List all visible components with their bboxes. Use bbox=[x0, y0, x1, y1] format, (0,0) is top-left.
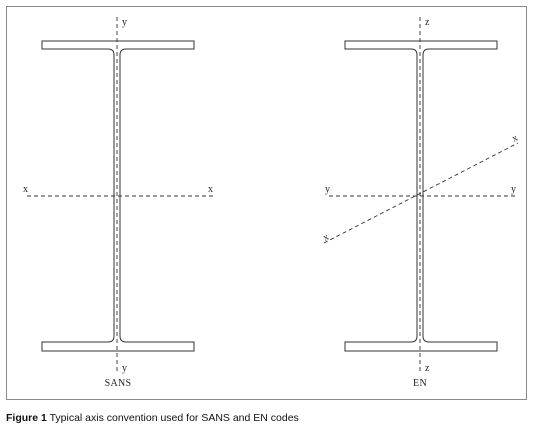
sans-code-label: SANS bbox=[105, 378, 132, 389]
figure-frame bbox=[6, 6, 527, 400]
en-i-beam-outline bbox=[344, 40, 498, 352]
sans-major-axis-label-right: x bbox=[208, 184, 213, 195]
en-major-axis-label-left: y bbox=[325, 184, 330, 195]
sans-i-beam-outline bbox=[41, 40, 195, 352]
sans-minor-axis-label-bottom: y bbox=[122, 363, 127, 374]
figure-caption-label: Figure 1 bbox=[6, 412, 47, 424]
en-longitudinal-axis-line bbox=[323, 142, 519, 244]
en-minor-axis-label-top: z bbox=[425, 17, 430, 28]
sans-major-axis-label-left: x bbox=[23, 184, 28, 195]
figure-caption: Figure 1 Typical axis convention used fo… bbox=[6, 412, 299, 424]
en-major-axis-label-right: y bbox=[511, 184, 516, 195]
figure-caption-text: Typical axis convention used for SANS an… bbox=[46, 412, 299, 424]
en-code-label: EN bbox=[413, 378, 427, 389]
sans-minor-axis-label-top: y bbox=[122, 17, 127, 28]
en-section: y y z z x x EN bbox=[321, 17, 520, 389]
en-longitudinal-axis-label-lower: x bbox=[321, 232, 330, 244]
en-minor-axis-label-bottom: z bbox=[425, 363, 430, 374]
sans-section: x x y y SANS bbox=[23, 17, 215, 389]
en-longitudinal-axis-label-upper: x bbox=[510, 133, 519, 145]
